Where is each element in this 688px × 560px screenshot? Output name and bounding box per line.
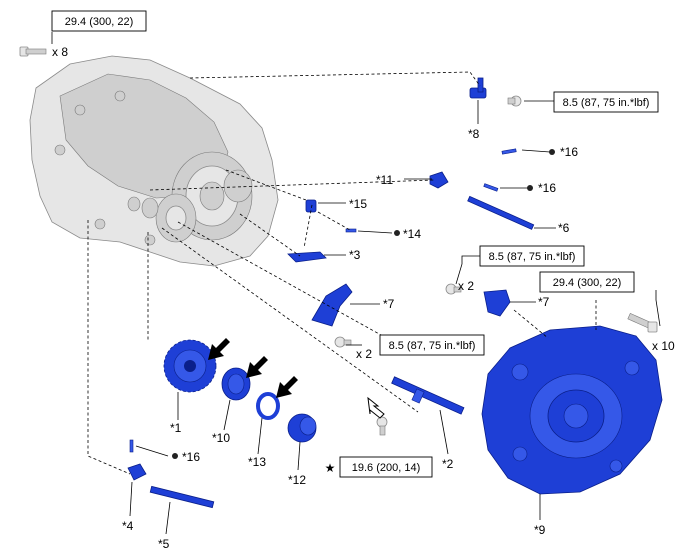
mark-dot-16c <box>172 453 178 459</box>
gear-part-1 <box>163 339 217 393</box>
label-part-16-mid: *16 <box>538 181 556 195</box>
label-part-8: *8 <box>468 127 480 141</box>
bolt-bracket-right-icon <box>445 283 462 295</box>
sensor-part-8 <box>469 77 487 99</box>
pin-part-15 <box>305 199 317 213</box>
bearing-part-10 <box>221 367 251 401</box>
label-part-2: *2 <box>442 457 454 471</box>
label-part-9: *9 <box>534 523 546 537</box>
hollow-arrow-icon <box>367 396 385 419</box>
pin-part-14 <box>345 228 357 233</box>
label-part-7-right: *7 <box>538 295 550 309</box>
clip-part-4 <box>127 463 147 481</box>
qty-right-case: x 10 <box>652 339 675 353</box>
label-part-5: *5 <box>158 537 170 551</box>
ring-part-13 <box>256 392 280 420</box>
solid-leaders <box>51 32 661 535</box>
bolt-plug-icon <box>376 416 388 436</box>
spec-center: 8.5 (87, 75 in.*lbf) <box>389 340 476 352</box>
bolt-right-case-icon <box>627 312 658 333</box>
spec-box-right-case <box>539 271 635 293</box>
label-part-6: *6 <box>558 221 570 235</box>
shift-rod-part-6 <box>467 195 535 230</box>
qty-center: x 2 <box>356 347 372 361</box>
label-part-1: *1 <box>170 421 182 435</box>
transaxle-case-right <box>481 325 663 495</box>
label-part-14: *14 <box>403 227 421 241</box>
spec-box-top-left <box>51 10 147 32</box>
label-part-10: *10 <box>212 431 230 445</box>
spec-box-plug <box>339 456 433 478</box>
spec-box-sensor <box>553 91 659 113</box>
black-arrow-icon-1 <box>208 338 230 360</box>
label-part-12: *12 <box>288 473 306 487</box>
shaft-part-2 <box>391 376 465 415</box>
spec-top-left: 29.4 (300, 22) <box>65 16 134 28</box>
label-part-13: *13 <box>248 455 266 469</box>
spec-box-right-bracket <box>479 245 585 267</box>
spec-sensor: 8.5 (87, 75 in.*lbf) <box>563 97 650 109</box>
black-arrow-icon-2 <box>246 356 268 378</box>
bolt-top-left-icon <box>19 46 47 57</box>
transaxle-case-left <box>29 55 279 267</box>
cover-part-7-left <box>311 283 353 327</box>
bolt-sensor-icon <box>507 95 522 107</box>
spec-plug: 19.6 (200, 14) <box>352 462 421 474</box>
plug-part-12 <box>287 413 317 443</box>
label-part-15: *15 <box>349 197 367 211</box>
label-part-16-bottom: *16 <box>182 450 200 464</box>
dashed-leaders <box>87 71 597 475</box>
mark-dot-16a <box>549 149 555 155</box>
pin-part-16-top <box>501 148 517 155</box>
bracket-part-7-right <box>483 289 511 317</box>
lever-part-11 <box>429 171 449 189</box>
mark-dot-16b <box>527 185 533 191</box>
pin-part-16-mid <box>483 183 499 192</box>
star-icon: ★ <box>325 461 336 475</box>
label-part-4: *4 <box>122 519 134 533</box>
rod-part-5 <box>149 485 215 509</box>
pin-part-16-bottom <box>129 439 134 453</box>
qty-top-left: x 8 <box>52 45 68 59</box>
label-part-11: *11 <box>376 173 393 187</box>
spec-right-bracket: 8.5 (87, 75 in.*lbf) <box>489 251 576 263</box>
fork-part-3 <box>287 251 327 263</box>
label-part-16-top: *16 <box>560 145 578 159</box>
spec-box-center <box>379 334 485 356</box>
bolt-center-icon <box>334 336 352 348</box>
mark-dot-14 <box>394 230 400 236</box>
spec-right-case: 29.4 (300, 22) <box>553 277 622 289</box>
black-arrow-icon-3 <box>276 376 298 398</box>
label-part-3: *3 <box>349 248 361 262</box>
qty-right-bracket: x 2 <box>458 279 474 293</box>
label-part-7-left: *7 <box>383 297 395 311</box>
